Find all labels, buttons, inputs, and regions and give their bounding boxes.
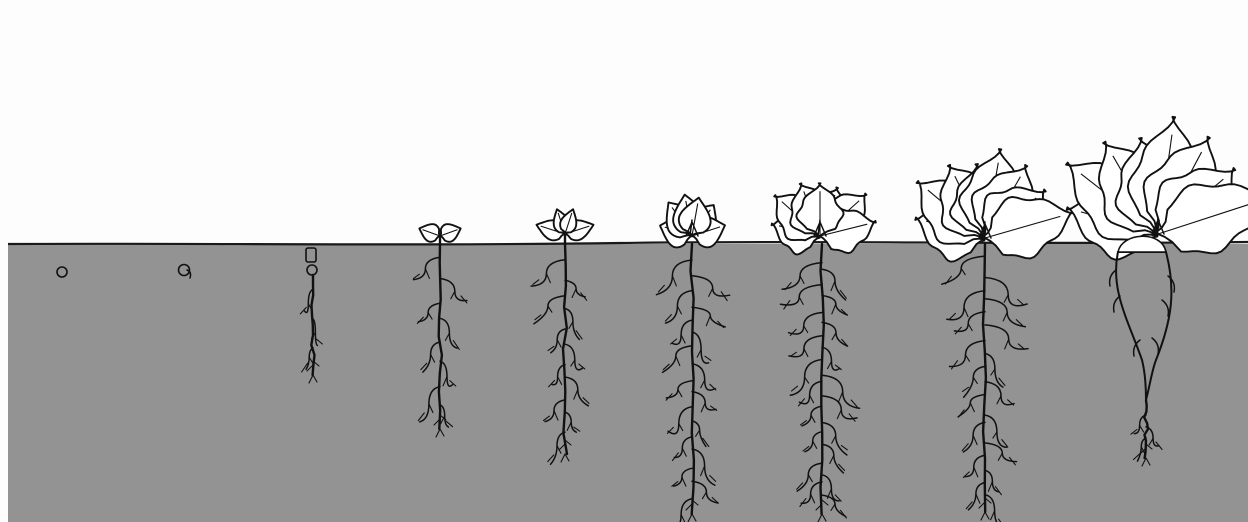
soil-background (8, 244, 1248, 522)
air-background (0, 0, 1248, 244)
